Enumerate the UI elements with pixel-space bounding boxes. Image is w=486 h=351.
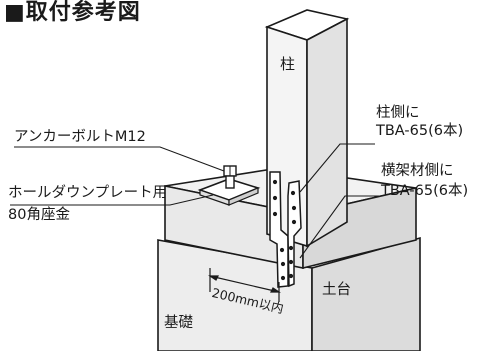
washer-leader: [10, 194, 214, 206]
beam-side-leader: [299, 195, 380, 259]
diagram-title: ■取付参考図: [4, 0, 141, 25]
pillar-side-label-line1: 柱側に: [376, 105, 420, 121]
beam-side-label-line2: TBA-65(6本): [381, 183, 469, 199]
tba-connector-plate: [269, 171, 302, 288]
sill-label: 土台: [322, 282, 351, 298]
anchor-bolt-label: アンカーボルトM12: [14, 129, 146, 145]
anchor-bolt: [223, 165, 237, 189]
sill: [164, 167, 417, 270]
leader-lines: [10, 143, 380, 259]
dimension-line: [208, 268, 281, 302]
foundation-label: 基礎: [164, 315, 193, 331]
foundation: [157, 236, 421, 351]
pillar-side-leader: [299, 143, 375, 193]
pillar-label: 柱: [280, 55, 296, 73]
pillar-side-label-line2: TBA-65(6本): [376, 123, 464, 139]
beam-side-label-line1: 横架材側に: [381, 163, 454, 179]
holddown-washer-label-line1: ホールダウンプレート用: [8, 185, 168, 201]
holddown-washer: [197, 178, 261, 206]
holddown-washer-label-line2: 80角座金: [8, 207, 70, 223]
anchor-bolt-leader: [14, 146, 225, 172]
